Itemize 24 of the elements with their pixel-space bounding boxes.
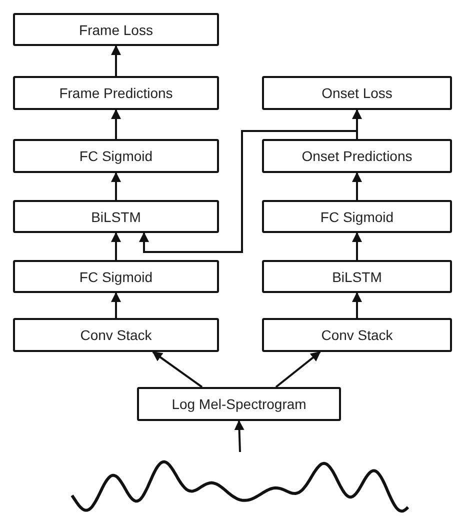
arrow	[111, 45, 121, 76]
arrow	[275, 351, 321, 388]
process-box: Frame Loss	[13, 13, 219, 46]
arrow	[352, 232, 362, 260]
process-box: FC Sigmoid	[13, 260, 219, 293]
process-box: FC Sigmoid	[262, 200, 452, 233]
arrow	[111, 172, 121, 200]
process-box: Frame Predictions	[13, 76, 219, 110]
arrow	[352, 172, 362, 200]
arrow	[152, 351, 203, 388]
process-box: Onset Loss	[262, 76, 452, 110]
process-box: Onset Predictions	[262, 139, 452, 173]
arrow	[111, 292, 121, 318]
process-box: Log Mel-Spectrogram	[137, 387, 341, 421]
process-box: Conv Stack	[262, 318, 452, 352]
arrow	[139, 130, 358, 253]
process-box: Conv Stack	[13, 318, 219, 352]
arrow	[234, 420, 244, 452]
process-box: BiLSTM	[13, 200, 219, 233]
process-box: BiLSTM	[262, 260, 452, 293]
process-box: FC Sigmoid	[13, 139, 219, 173]
arrow	[352, 292, 362, 318]
arrow	[111, 109, 121, 139]
arrow	[111, 232, 121, 260]
